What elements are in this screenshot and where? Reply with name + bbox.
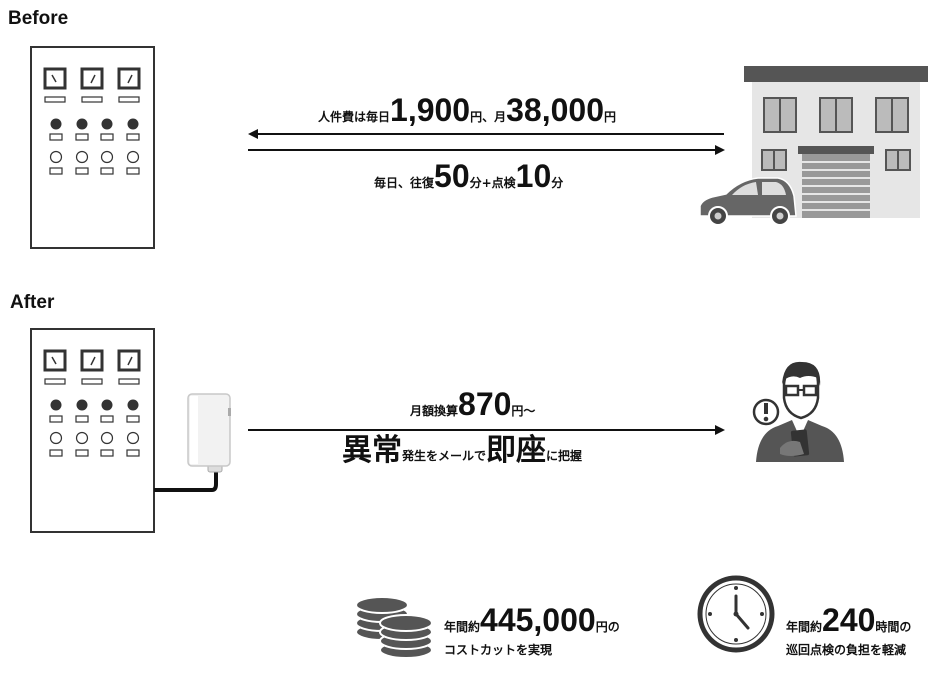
indicator-lamps-off bbox=[49, 431, 140, 457]
coins-stack-icon bbox=[355, 596, 433, 659]
time-benefit-detail: 巡回点検の負担を軽減 bbox=[786, 643, 907, 657]
round-trip-arrows bbox=[248, 129, 725, 155]
indicator-lamps-off bbox=[49, 150, 140, 175]
notification-arrow bbox=[248, 425, 725, 435]
worker-with-phone-icon bbox=[752, 361, 844, 462]
clock-icon bbox=[697, 575, 775, 653]
car-icon bbox=[699, 177, 797, 226]
meter-gauges bbox=[43, 67, 141, 103]
control-panel-after bbox=[30, 328, 155, 533]
time-benefit-headline: 年間約 240 時間の bbox=[786, 602, 912, 638]
cost-benefit-headline: 年間約 445,000 円の bbox=[444, 602, 620, 638]
control-panel-before bbox=[30, 46, 155, 249]
office-building-icon bbox=[744, 66, 928, 218]
indicator-lamps-on bbox=[49, 118, 140, 141]
cost-benefit-detail: コストカットを実現 bbox=[444, 643, 553, 657]
labor-cost-text: 人件費は毎日 1,900 円、月 38,000 円 bbox=[318, 92, 616, 128]
cost-benefit: 年間約 445,000 円の コストカットを実現 bbox=[444, 604, 620, 656]
alert-email-text: 異常 発生をメールで 即座 に把握 bbox=[342, 433, 583, 468]
iot-sensor-device bbox=[154, 393, 231, 492]
before-label: Before bbox=[8, 8, 69, 29]
meter-gauges bbox=[43, 349, 141, 385]
after-label: After bbox=[10, 292, 55, 313]
time-benefit: 年間約 240 時間の 巡回点検の負担を軽減 bbox=[786, 604, 911, 656]
monthly-fee-text: 月額換算 870 円〜 bbox=[410, 386, 536, 422]
travel-time-text: 毎日、往復 50 分+点検 10 分 bbox=[374, 158, 564, 194]
indicator-lamps-on bbox=[49, 399, 140, 423]
